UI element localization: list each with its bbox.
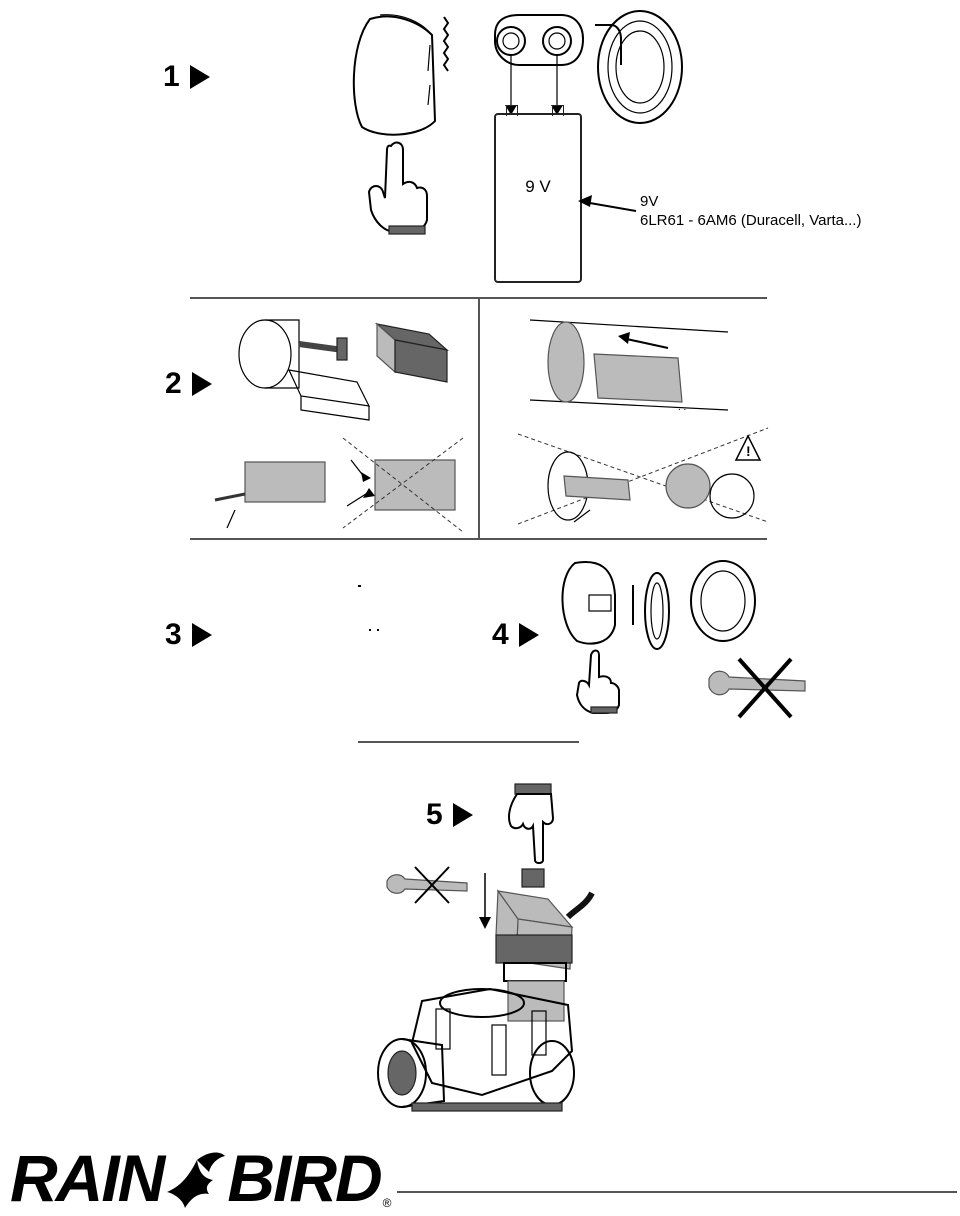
step-number: 3 [165,618,182,651]
logo-text-left: RAIN [10,1141,165,1215]
step-number: 1 [163,60,180,93]
play-arrow-icon [452,803,473,827]
step-5-label: 5 [426,798,473,832]
battery-label: 9 V [525,177,551,196]
play-arrow-icon [191,372,212,396]
svg-text:!: ! [746,443,751,459]
logo-text-right: BIRD [227,1141,382,1215]
step-2-label: 2 [165,367,212,401]
step-3-label: 3 [165,618,212,652]
section-divider-middle [190,538,767,540]
play-arrow-icon [191,623,212,647]
no-wrench-small-icon [386,866,468,904]
no-wrench-icon [708,657,806,719]
section-divider-vertical [478,299,480,538]
pointer-arrow-icon [578,195,637,212]
step-4-label: 4 [492,618,539,652]
down-arrow-icon [479,873,491,929]
step-number: 4 [492,618,509,651]
step-1-label: 1 [163,60,210,94]
cap-assembly-diagram [561,560,756,714]
step-number: 2 [165,367,182,400]
footer-rule [397,1191,957,1193]
battery-spec-voltage: 9V [640,193,659,210]
battery-terminal-positive [552,105,564,116]
play-arrow-icon [189,65,210,89]
finger-press-icon [367,141,428,235]
section-divider-bottom [358,741,579,743]
registered-mark: ® [382,1196,392,1210]
finger-press-down-icon [508,783,555,864]
solenoid-valve-illustration [377,868,595,1112]
play-arrow-icon [518,623,539,647]
step-3-marks [358,585,379,631]
battery-orientation-diagram: . . ! [517,319,769,525]
svg-text:. .: . . [678,402,686,413]
bird-logo-icon [167,1152,226,1208]
battery-connector-icon [494,10,683,124]
rain-bird-logo: RAIN BIRD ® [10,1140,392,1216]
section-divider-top [190,297,767,299]
battery-insertion-diagram [214,319,464,533]
step-number: 5 [426,798,443,831]
battery-terminal-negative [506,105,518,116]
battery-spec-models: 6LR61 - 6AM6 (Duracell, Varta...) [640,212,862,229]
battery-cap-icon [352,14,450,136]
battery-9v: 9 V [494,105,582,283]
battery-spec: 9V 6LR61 - 6AM6 (Duracell, Varta...) [640,192,861,230]
